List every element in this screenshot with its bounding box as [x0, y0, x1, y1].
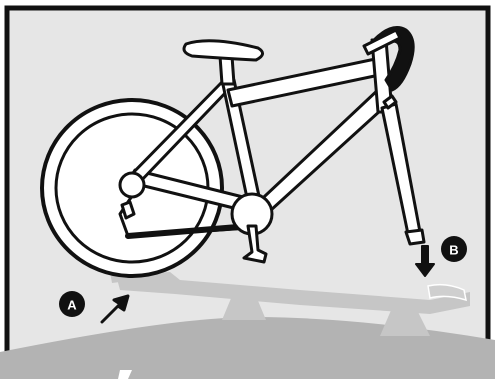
seat-post: [220, 56, 234, 84]
callout-a: A: [59, 291, 85, 317]
callout-b: B: [441, 236, 467, 262]
rear-derailleur: [122, 202, 134, 218]
callout-a-label: A: [67, 298, 77, 313]
fork-dropout: [406, 230, 424, 244]
rear-hub: [120, 173, 144, 197]
callout-b-label: B: [449, 243, 458, 258]
